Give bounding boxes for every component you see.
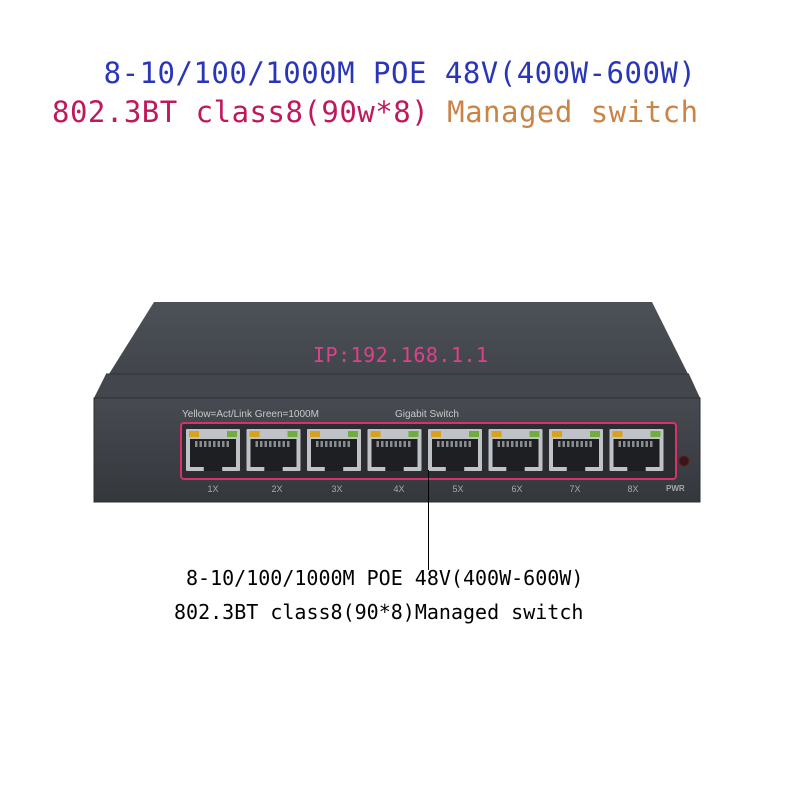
caption-leader-line [428, 470, 429, 570]
model-text: Gigabit Switch [395, 409, 459, 420]
speed-led-icon [408, 431, 419, 437]
port-label-1: 1X [207, 484, 219, 494]
port-label-8: 8X [627, 484, 639, 494]
ethernet-ports [186, 429, 664, 471]
power-label: PWR [666, 484, 685, 493]
ethernet-port-icon [609, 429, 664, 471]
speed-led-icon [590, 431, 600, 437]
ethernet-port-icon [246, 429, 301, 471]
link-led-icon [552, 431, 562, 437]
link-led-icon [249, 431, 260, 437]
speed-led-icon [287, 431, 298, 437]
link-led-icon [431, 431, 441, 437]
caption-line2: 802.3BT class8(90*8)Managed switch [174, 600, 584, 624]
ethernet-port-icon [186, 429, 240, 471]
caption-line1: 8-10/100/1000M POE 48V(400W-600W) [186, 566, 584, 590]
header-title-line1: 8-10/100/1000M POE 48V(400W-600W) [103, 56, 697, 90]
port-label-2: 2X [271, 484, 283, 494]
ethernet-port-icon [549, 429, 603, 471]
port-label-5: 5X [452, 484, 464, 494]
power-led-icon [678, 455, 690, 467]
link-led-icon [491, 431, 502, 437]
speed-led-icon [650, 431, 661, 437]
ethernet-port-icon [428, 429, 482, 471]
ethernet-port-icon [488, 429, 543, 471]
switch-top-edge [94, 374, 700, 398]
header-title-line2: 802.3BT class8(90w*8) Managed switch [52, 95, 699, 129]
header-standard-text: 802.3BT class8(90w*8) [52, 95, 430, 129]
led-legend-text: Yellow=Act/Link Green=1000M [182, 409, 319, 420]
port-label-7: 7X [569, 484, 581, 494]
speed-led-icon [348, 431, 358, 437]
speed-led-icon [529, 431, 540, 437]
ethernet-port-icon [367, 429, 422, 471]
speed-led-icon [469, 431, 479, 437]
header-managed-text: Managed switch [447, 95, 699, 129]
link-led-icon [612, 431, 623, 437]
ethernet-port-icon [307, 429, 361, 471]
link-led-icon [370, 431, 381, 437]
link-led-icon [189, 431, 199, 437]
port-label-6: 6X [511, 484, 523, 494]
ip-address-label: IP:192.168.1.1 [313, 343, 489, 367]
port-label-4: 4X [393, 484, 405, 494]
speed-led-icon [227, 431, 237, 437]
link-led-icon [310, 431, 320, 437]
port-label-3: 3X [331, 484, 343, 494]
